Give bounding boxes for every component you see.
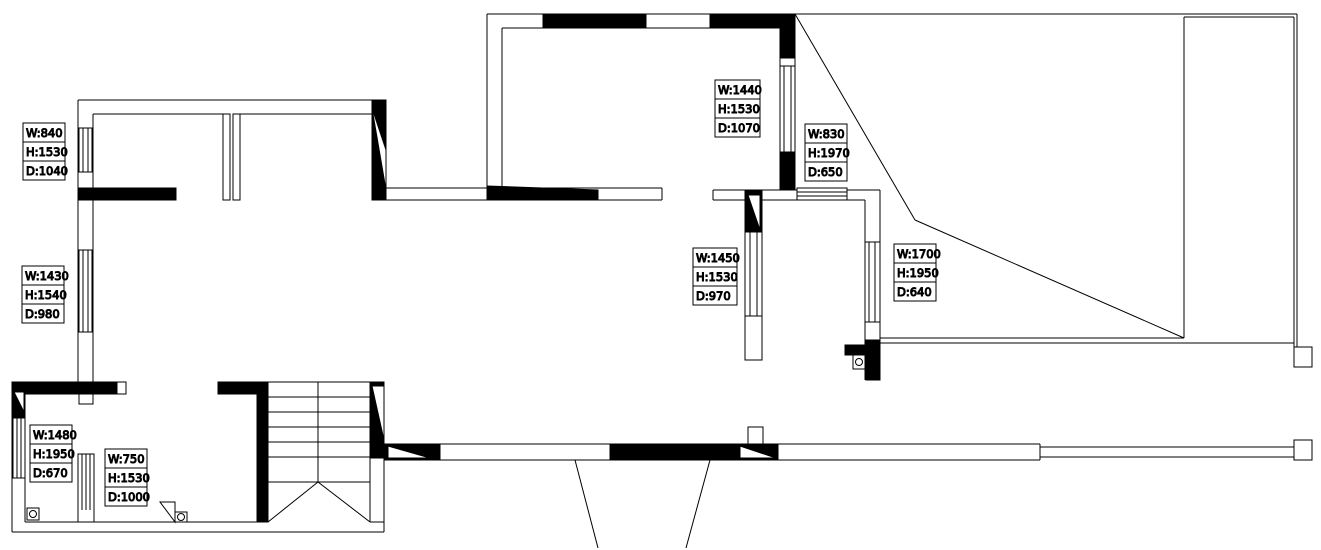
staircase <box>217 381 385 532</box>
tag-w6-l1: H:1970 <box>808 146 850 160</box>
window-tag-w4: W:750 H:1530 D:1000 <box>104 448 151 507</box>
window-tag-w8: W:1700 H:1950 D:640 <box>893 243 941 302</box>
tag-w5-l1: H:1530 <box>718 102 760 116</box>
terrace <box>794 13 1313 368</box>
tag-w6-l0: W:830 <box>808 127 845 141</box>
tag-w2-l0: W:1430 <box>25 269 69 283</box>
tag-w6-l2: D:650 <box>808 165 843 179</box>
window-tag-w5: W:1440 H:1530 D:1070 <box>714 79 762 138</box>
tag-w5-l2: D:1070 <box>718 121 760 135</box>
tag-w7-l1: H:1530 <box>696 270 738 284</box>
tag-w3-l0: W:1480 <box>33 428 77 442</box>
tag-w3-l2: D:670 <box>33 466 68 480</box>
left-wall <box>77 200 94 382</box>
tag-w1-l2: D:1040 <box>26 164 68 178</box>
tag-w5-l0: W:1440 <box>718 83 762 97</box>
tag-w8-l1: H:1950 <box>897 266 939 280</box>
tag-w1-l0: W:840 <box>26 126 63 140</box>
window-tag-w3: W:1480 H:1950 D:670 <box>29 424 77 483</box>
tag-w3-l1: H:1950 <box>33 447 75 461</box>
window-tag-w2: W:1430 H:1540 D:980 <box>21 265 69 324</box>
bottom-left-room <box>11 381 384 533</box>
window-tag-w6: W:830 H:1970 D:650 <box>804 123 850 182</box>
middle-right-room <box>712 187 881 381</box>
top-left-room <box>77 99 387 201</box>
window-tag-w7: W:1450 H:1530 D:970 <box>692 247 740 306</box>
tag-w1-l1: H:1530 <box>26 145 68 159</box>
top-center-room <box>386 13 796 201</box>
tag-w8-l2: D:640 <box>897 285 932 299</box>
tag-w2-l1: H:1540 <box>25 288 67 302</box>
window-tag-w1: W:840 H:1530 D:1040 <box>22 122 69 181</box>
bottom-wall <box>383 426 1313 549</box>
tag-w4-l2: D:1000 <box>108 490 150 504</box>
tag-w4-l0: W:750 <box>108 452 145 466</box>
tag-w8-l0: W:1700 <box>897 247 941 261</box>
tag-w2-l2: D:980 <box>25 307 60 321</box>
tag-w4-l1: H:1530 <box>108 471 150 485</box>
tag-w7-l2: D:970 <box>696 289 731 303</box>
tag-w7-l0: W:1450 <box>696 251 740 265</box>
